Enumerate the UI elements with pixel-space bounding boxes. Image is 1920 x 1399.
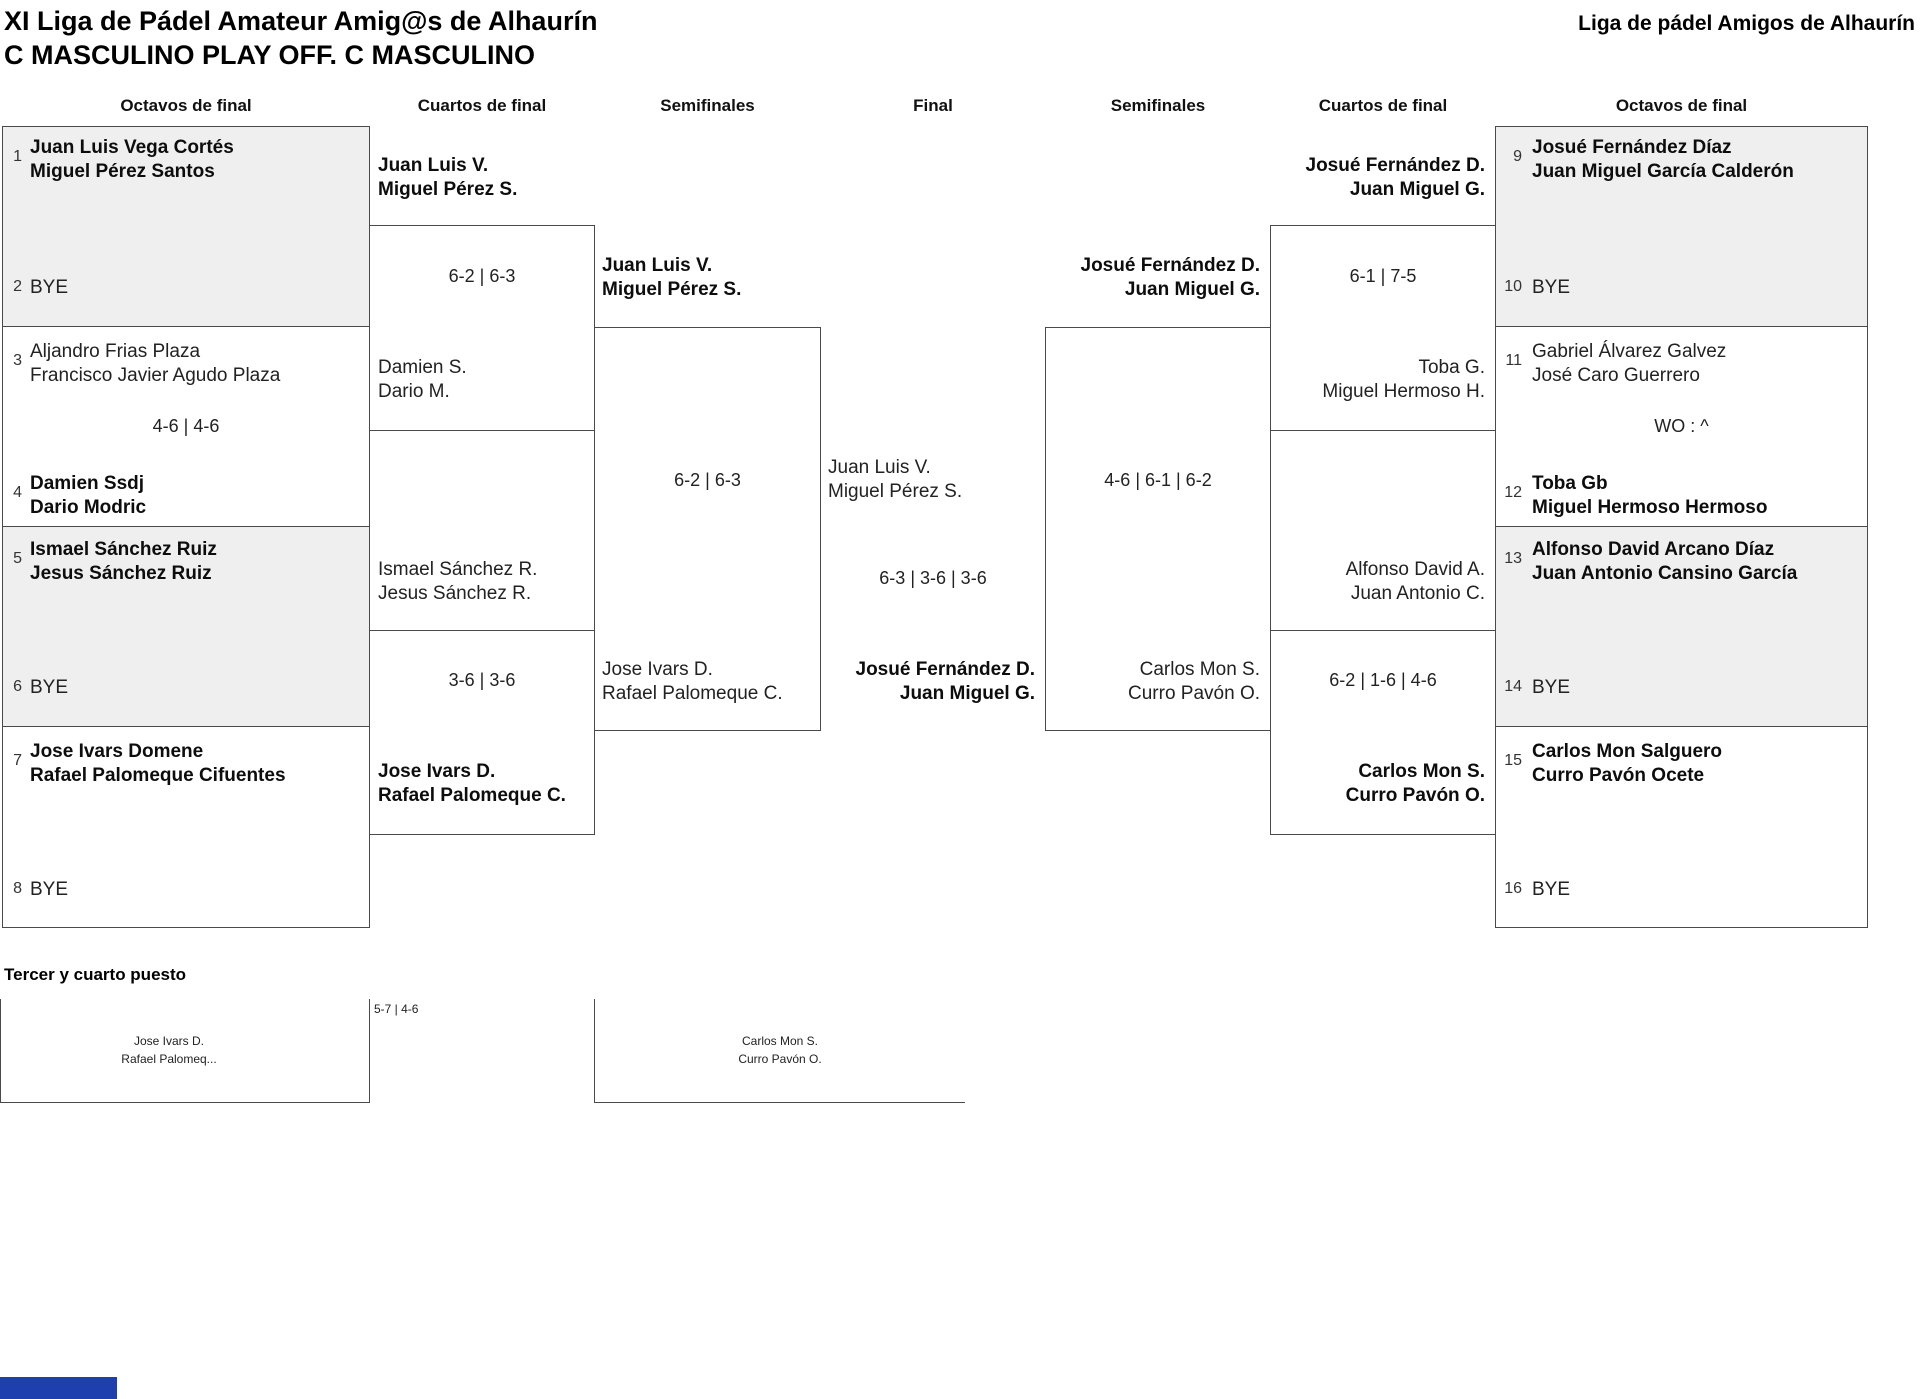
round-header-octavos-right: Octavos de final: [1615, 96, 1748, 115]
team-entry-finalist-right: Josué Fernández D. Juan Miguel G.: [855, 659, 1036, 704]
team-entry-qf-left-4: Jose Ivars D. Rafael Palomeque C.: [378, 761, 566, 806]
organization-name: Liga de pádel Amigos de Alhaurín: [1578, 12, 1915, 35]
seed-number: 13: [1504, 550, 1522, 567]
seed-number: 12: [1504, 484, 1522, 501]
team-entry-seed9: Josué Fernández Díaz Juan Miguel García …: [1532, 137, 1794, 182]
page-title: XI Liga de Pádel Amateur Amig@s de Alhau…: [4, 4, 597, 72]
round-header-cuartos-left: Cuartos de final: [417, 96, 547, 115]
team-entry-qf-right-3: Alfonso David A. Juan Antonio C.: [1345, 559, 1485, 604]
third-place-box-left: [0, 999, 370, 1103]
seed-number: 1: [13, 148, 22, 165]
team-entry-sf-right-2: Carlos Mon S. Curro Pavón O.: [1128, 659, 1260, 704]
round-header-cuartos-right: Cuartos de final: [1318, 96, 1448, 115]
match-score-walkover: WO : ^: [1654, 416, 1709, 436]
match-box-cuartos-right-2: [1270, 630, 1496, 835]
match-score: 4-6 | 6-1 | 6-2: [1104, 470, 1212, 490]
match-box-octavos-right-2: [1495, 326, 1868, 527]
team-entry-seed2: BYE: [30, 277, 69, 298]
team-entry-qf-right-1: Josué Fernández D. Juan Miguel G.: [1305, 155, 1486, 200]
match-box-octavos-left-2: [2, 326, 370, 527]
match-box-cuartos-left-2: [369, 630, 595, 835]
seed-number: 11: [1505, 352, 1522, 369]
seed-number: 16: [1504, 880, 1522, 897]
match-score: 3-6 | 3-6: [448, 670, 516, 690]
match-box-octavos-right-4: [1495, 726, 1868, 928]
third-place-score: 5-7 | 4-6: [374, 1002, 419, 1016]
team-entry-qf-left-3: Ismael Sánchez R. Jesus Sánchez R.: [378, 559, 538, 604]
team-entry-seed12: Toba Gb Miguel Hermoso Hermoso: [1532, 473, 1768, 518]
team-entry-seed7: Jose Ivars Domene Rafael Palomeque Cifue…: [30, 741, 286, 786]
match-box-octavos-left-1: [2, 126, 370, 327]
seed-number: 14: [1504, 678, 1522, 695]
seed-number: 4: [13, 484, 22, 501]
round-header-final: Final: [913, 96, 953, 115]
team-entry-seed1: Juan Luis Vega Cortés Miguel Pérez Santo…: [30, 137, 234, 182]
match-box-cuartos-left-1: [369, 225, 595, 431]
round-header-semis-right: Semifinales: [1110, 96, 1206, 115]
match-score: 4-6 | 4-6: [152, 416, 220, 436]
seed-number: 3: [13, 352, 22, 369]
team-entry-seed5: Ismael Sánchez Ruiz Jesus Sánchez Ruiz: [30, 539, 217, 584]
third-place-box-right: [594, 999, 965, 1103]
team-entry-seed13: Alfonso David Arcano Díaz Juan Antonio C…: [1532, 539, 1798, 584]
seed-number: 15: [1504, 752, 1522, 769]
team-entry-third-place-right: Carlos Mon S. Curro Pavón O.: [738, 1034, 822, 1066]
team-entry-qf-left-2: Damien S. Dario M.: [378, 357, 467, 402]
seed-number: 10: [1504, 278, 1522, 295]
team-entry-seed6: BYE: [30, 677, 69, 698]
team-entry-seed8: BYE: [30, 879, 69, 900]
match-score: 6-2 | 1-6 | 4-6: [1329, 670, 1437, 690]
seed-number: 2: [13, 278, 22, 295]
team-entry-sf-left-2: Jose Ivars D. Rafael Palomeque C.: [602, 659, 783, 704]
seed-number: 9: [1513, 148, 1522, 165]
team-entry-seed10: BYE: [1532, 277, 1571, 298]
team-entry-qf-left-1: Juan Luis V. Miguel Pérez S.: [378, 155, 518, 200]
page-title-line1: XI Liga de Pádel Amateur Amig@s de Alhau…: [4, 6, 598, 36]
team-entry-seed15: Carlos Mon Salguero Curro Pavón Ocete: [1532, 741, 1723, 786]
seed-number: 7: [13, 752, 22, 769]
match-box-octavos-right-1: [1495, 126, 1868, 327]
team-entry-seed11: Gabriel Álvarez Galvez José Caro Guerrer…: [1532, 341, 1727, 386]
team-entry-finalist-left: Juan Luis V. Miguel Pérez S.: [828, 457, 963, 502]
team-entry-seed14: BYE: [1532, 677, 1571, 698]
match-box-octavos-right-3: [1495, 526, 1868, 727]
page-title-line2: C MASCULINO PLAY OFF. C MASCULINO: [4, 40, 536, 70]
team-entry-seed16: BYE: [1532, 879, 1571, 900]
team-entry-seed4: Damien Ssdj Dario Modric: [30, 473, 147, 518]
team-entry-sf-right-1: Josué Fernández D. Juan Miguel G.: [1080, 255, 1261, 300]
team-entry-qf-right-4: Carlos Mon S. Curro Pavón O.: [1345, 761, 1485, 806]
final-score: 6-3 | 3-6 | 3-6: [879, 568, 987, 588]
match-box-octavos-left-4: [2, 726, 370, 928]
round-header-semis-left: Semifinales: [660, 96, 755, 115]
round-header-octavos-left: Octavos de final: [120, 96, 252, 115]
third-place-title: Tercer y cuarto puesto: [4, 965, 187, 984]
team-entry-seed3: Aljandro Frias Plaza Francisco Javier Ag…: [30, 341, 281, 386]
bottom-accent-bar: [0, 1377, 117, 1399]
match-box-semifinal-left: [594, 327, 821, 731]
seed-number: 6: [13, 678, 22, 695]
match-score: 6-2 | 6-3: [674, 470, 741, 490]
team-entry-third-place-left: Jose Ivars D. Rafael Palomeq...: [121, 1034, 217, 1066]
match-score: 6-2 | 6-3: [448, 266, 516, 286]
match-score: 6-1 | 7-5: [1349, 266, 1417, 286]
team-entry-sf-left-1: Juan Luis V. Miguel Pérez S.: [602, 255, 742, 300]
seed-number: 5: [13, 550, 22, 567]
match-box-semifinal-right: [1045, 327, 1271, 731]
match-box-cuartos-right-1: [1270, 225, 1496, 431]
seed-number: 8: [13, 880, 22, 897]
team-entry-qf-right-2: Toba G. Miguel Hermoso H.: [1322, 357, 1485, 402]
